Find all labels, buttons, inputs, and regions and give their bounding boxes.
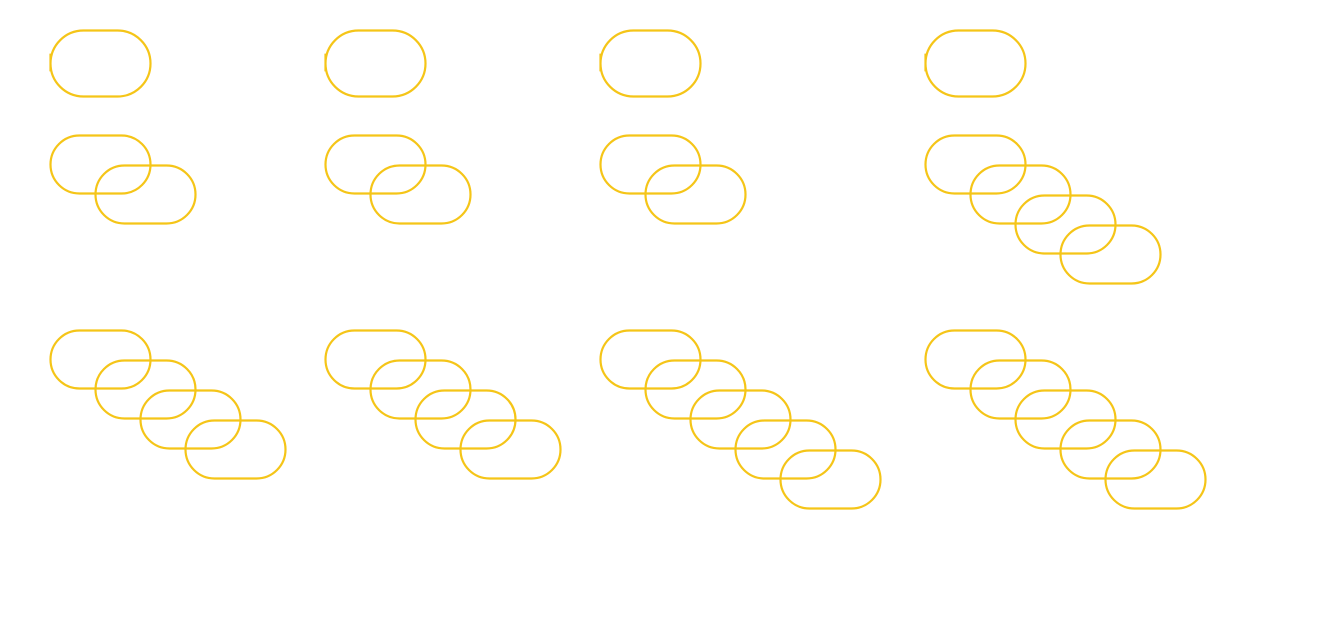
chain-ring xyxy=(924,29,1027,98)
chain-ring xyxy=(1104,449,1207,510)
group-row2-col1 xyxy=(49,134,197,225)
chain-ring xyxy=(184,419,287,480)
chain-ring xyxy=(324,29,427,98)
group-row2-col4 xyxy=(924,134,1162,285)
group-row2-col3 xyxy=(599,134,747,225)
chain-ring xyxy=(779,449,882,510)
group-row3-col4 xyxy=(924,329,1207,510)
group-row3-col3 xyxy=(599,329,882,510)
chain-ring xyxy=(1059,224,1162,285)
chain-ring xyxy=(644,164,747,225)
group-row1-col1 xyxy=(49,29,152,98)
chain-ring xyxy=(459,419,562,480)
group-row1-col4 xyxy=(924,29,1027,98)
group-row3-col1 xyxy=(49,329,287,480)
chain-ring xyxy=(94,164,197,225)
chain-ring xyxy=(599,29,702,98)
chain-ring xyxy=(369,164,472,225)
group-row1-col3 xyxy=(599,29,702,98)
group-row1-col2 xyxy=(324,29,427,98)
chain-ring xyxy=(49,29,152,98)
group-row3-col2 xyxy=(324,329,562,480)
group-row2-col2 xyxy=(324,134,472,225)
